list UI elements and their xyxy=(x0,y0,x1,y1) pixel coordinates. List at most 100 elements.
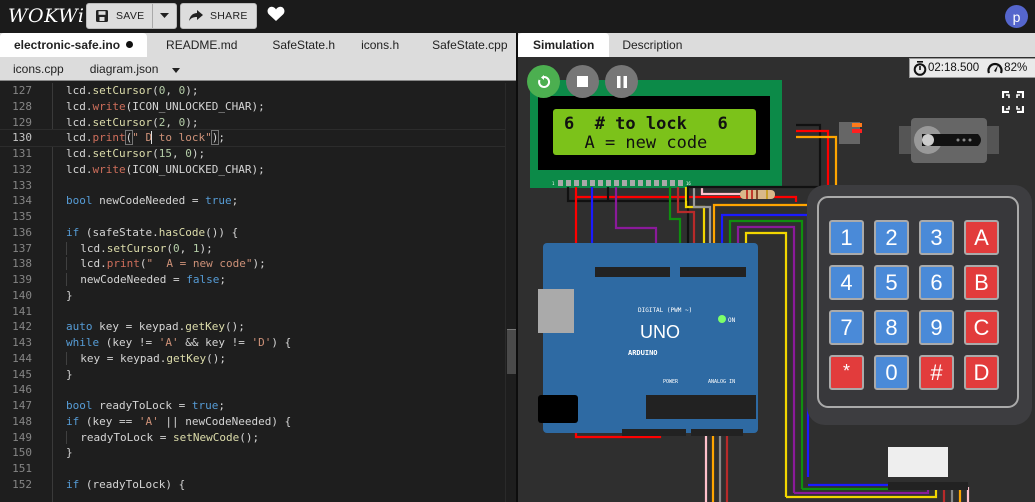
key-c[interactable]: C xyxy=(964,310,999,345)
code-line: 152 if (readyToLock) { xyxy=(0,477,505,493)
code-text: while (key != 'A' && key != 'D') { xyxy=(66,336,292,349)
tab-safestate-h[interactable]: SafeState.h xyxy=(272,38,336,52)
stop-icon xyxy=(577,76,588,87)
circuit-canvas[interactable]: 6 # to lock 6 A = new code 1 16 xyxy=(518,57,1035,502)
line-number: 143 xyxy=(12,336,32,349)
restart-icon xyxy=(537,74,550,88)
key-d[interactable]: D xyxy=(964,355,999,390)
code-text: if (readyToLock) { xyxy=(66,477,186,491)
simulation-status: 02:18.500 82% xyxy=(909,58,1035,78)
lcd-pin-16-label: 16 xyxy=(686,181,691,186)
share-button[interactable]: SHARE xyxy=(180,3,257,29)
key-4[interactable]: 4 xyxy=(829,265,864,300)
wokwi-logo[interactable]: WOKWi xyxy=(8,5,85,27)
code-line: 145} xyxy=(0,367,505,383)
resistor[interactable] xyxy=(740,190,775,199)
line-number: 145 xyxy=(12,367,32,381)
top-bar: WOKWi SAVE SHARE p xyxy=(0,0,1035,33)
tab-simulation[interactable]: Simulation xyxy=(518,33,610,57)
line-number: 141 xyxy=(12,304,32,318)
code-text: lcd.print(" D to lock"); xyxy=(66,130,225,146)
key-b[interactable]: B xyxy=(964,265,999,300)
line-number: 129 xyxy=(12,115,32,129)
tab-description[interactable]: Description xyxy=(622,38,683,52)
analog-label: ANALOG IN xyxy=(708,379,735,385)
code-line: 144 key = keypad.getKey(); xyxy=(0,351,505,367)
key-star[interactable]: * xyxy=(829,355,864,390)
stop-simulation-button[interactable] xyxy=(566,65,599,98)
lcd-line-2: A = new code xyxy=(564,133,707,153)
heart-icon xyxy=(267,6,285,21)
pause-icon xyxy=(616,75,627,88)
code-text: } xyxy=(66,367,73,381)
save-button[interactable]: SAVE xyxy=(87,4,152,28)
favorite-button[interactable] xyxy=(267,6,285,27)
editor-scrollbar[interactable] xyxy=(505,83,517,502)
key-hash[interactable]: # xyxy=(919,355,954,390)
line-number: 133 xyxy=(12,178,32,192)
line-number: 128 xyxy=(12,99,32,113)
key-1[interactable]: 1 xyxy=(829,220,864,255)
key-7[interactable]: 7 xyxy=(829,310,864,345)
code-text: } xyxy=(66,288,73,302)
code-text: newCodeNeeded = false; xyxy=(66,272,226,288)
code-text: bool readyToLock = true; xyxy=(66,399,225,412)
key-5[interactable]: 5 xyxy=(874,265,909,300)
key-0[interactable]: 0 xyxy=(874,355,909,390)
user-avatar[interactable]: p xyxy=(1005,5,1028,28)
lcd-display[interactable]: 6 # to lock 6 A = new code 1 16 xyxy=(530,80,782,188)
caret-down-icon xyxy=(160,13,170,18)
lcd-line-1: 6 # to lock 6 xyxy=(564,114,728,134)
more-files-dropdown[interactable] xyxy=(166,57,186,81)
code-text: if (safeState.hasCode()) { xyxy=(66,225,239,239)
code-text: lcd.write(ICON_UNLOCKED_CHAR); xyxy=(66,162,265,176)
line-number: 150 xyxy=(12,446,32,460)
line-number: 137 xyxy=(12,241,32,255)
file-tabs-row-2: icons.cpp diagram.json xyxy=(0,57,516,81)
editor-scrollbar-thumb[interactable] xyxy=(507,329,517,374)
code-text: lcd.setCursor(2, 0); xyxy=(66,115,199,129)
tab-readme-md[interactable]: README.md xyxy=(166,38,238,52)
lcd-pin-1-label: 1 xyxy=(552,181,555,186)
arduino-uno-board[interactable]: DIGITAL (PWM ~) UNO ARDUINO ON POWER ANA… xyxy=(538,243,758,436)
save-label: SAVE xyxy=(116,10,145,22)
key-2[interactable]: 2 xyxy=(874,220,909,255)
line-number: 131 xyxy=(12,147,32,160)
tab-safestate-cpp[interactable]: SafeState.cpp xyxy=(432,38,508,52)
pause-simulation-button[interactable] xyxy=(605,65,638,98)
line-number: 149 xyxy=(12,430,32,444)
key-6[interactable]: 6 xyxy=(919,265,954,300)
key-3[interactable]: 3 xyxy=(919,220,954,255)
key-a[interactable]: A xyxy=(964,220,999,255)
tab-diagram-json[interactable]: diagram.json xyxy=(89,62,159,76)
keypad-keys: 1 2 3 A 4 5 6 B 7 8 9 C * 0 # D xyxy=(829,220,1019,395)
speedometer-icon xyxy=(987,62,1003,74)
tab-icons-h[interactable]: icons.h xyxy=(361,38,400,52)
on-led-label: ON xyxy=(728,317,736,324)
key-9[interactable]: 9 xyxy=(919,310,954,345)
line-number: 138 xyxy=(12,257,32,271)
code-text: auto key = keypad.getKey(); xyxy=(66,320,245,334)
save-options-dropdown[interactable] xyxy=(152,4,176,28)
code-line: 149 readyToLock = setNewCode(); xyxy=(0,430,505,446)
simulation-tabs: Simulation Description xyxy=(518,33,1035,57)
tab-electronic-safe-ino[interactable]: electronic-safe.ino xyxy=(0,33,148,57)
code-text: if (key == 'A' || newCodeNeeded) { xyxy=(66,414,292,428)
key-8[interactable]: 8 xyxy=(874,310,909,345)
restart-simulation-button[interactable] xyxy=(527,65,560,98)
fullscreen-button[interactable] xyxy=(1001,90,1025,118)
line-number: 152 xyxy=(12,477,32,491)
code-text: lcd.print(" A = new code"); xyxy=(66,256,266,272)
unsaved-dot-icon xyxy=(126,41,134,48)
servo-motor[interactable] xyxy=(839,118,999,163)
code-line: 129 lcd.setCursor(2, 0); xyxy=(0,115,505,131)
tab-icons-cpp[interactable]: icons.cpp xyxy=(13,62,64,76)
uno-label: UNO xyxy=(640,322,680,342)
